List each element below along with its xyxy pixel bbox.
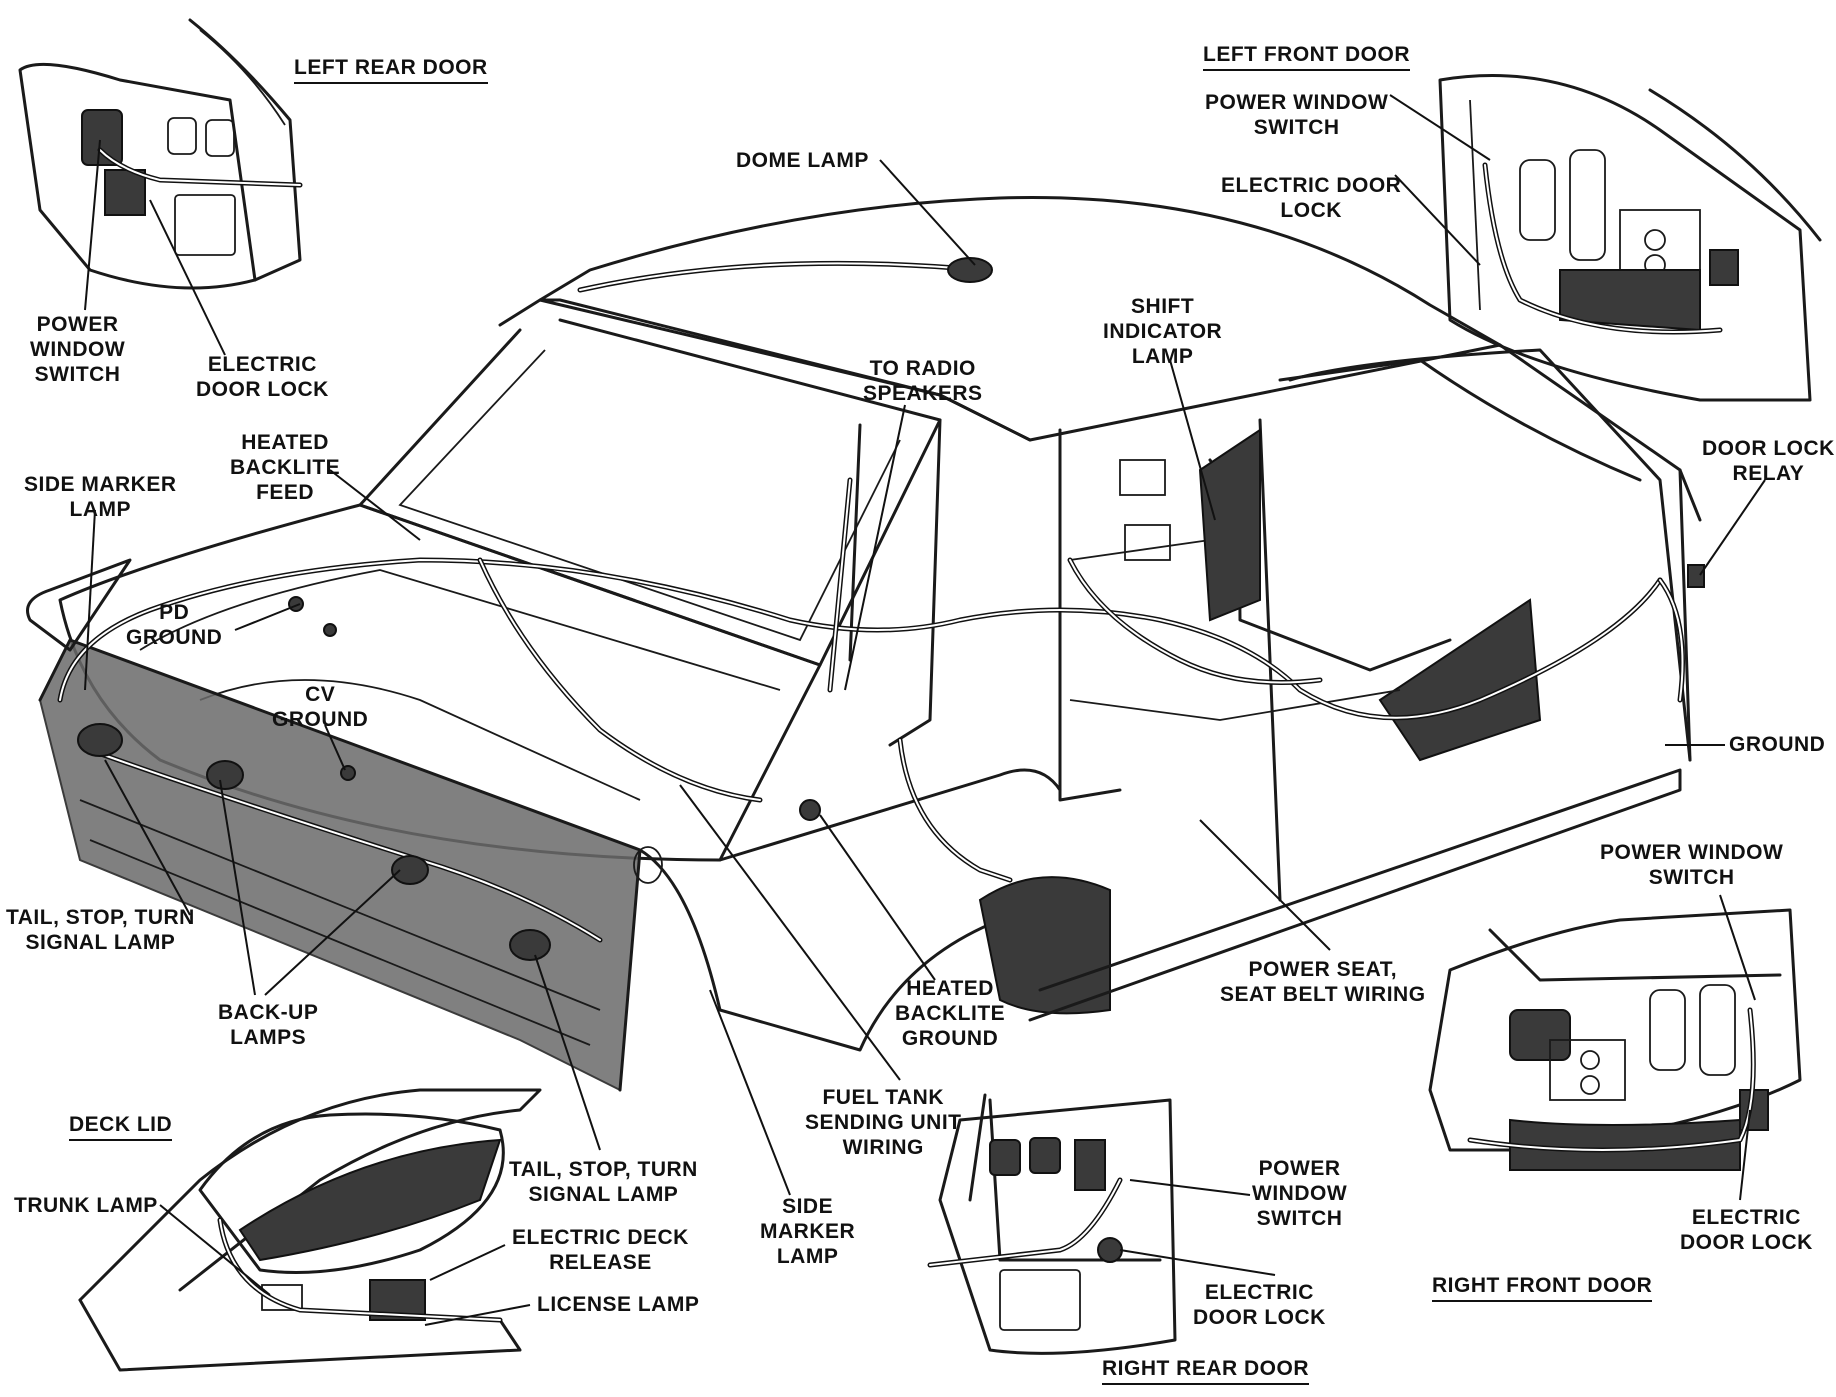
label-side-marker-lamp-left: SIDE MARKER LAMP xyxy=(24,473,177,521)
label-side-marker-lamp-right: SIDE MARKER LAMP xyxy=(760,1195,856,1268)
right-rear-door-inset xyxy=(927,1093,1177,1355)
label-trunk-lamp: TRUNK LAMP xyxy=(14,1194,158,1217)
label-heated-backlite-feed: HEATED BACKLITE FEED xyxy=(230,431,341,504)
label-lfd-electric-door-lock: ELECTRIC DOOR LOCK xyxy=(1221,174,1402,222)
heading-right-front-door: RIGHT FRONT DOOR xyxy=(1432,1273,1653,1302)
label-lrd-electric-door-lock: ELECTRIC DOOR LOCK xyxy=(196,353,329,401)
label-pd-ground: PD GROUND xyxy=(126,601,223,649)
heading-left-front-door: LEFT FRONT DOOR xyxy=(1203,42,1410,71)
label-back-up-lamps: BACK-UP LAMPS xyxy=(218,1001,319,1049)
label-rfd-electric-door-lock: ELECTRIC DOOR LOCK xyxy=(1680,1206,1813,1254)
label-heated-backlite-ground: HEATED BACKLITE GROUND xyxy=(895,977,1006,1050)
left-rear-door-inset xyxy=(18,18,303,290)
label-shift-indicator-lamp: SHIFT INDICATOR LAMP xyxy=(1103,295,1223,368)
leader-lines xyxy=(84,94,1766,1326)
label-ground: GROUND xyxy=(1729,733,1826,756)
heading-right-rear-door: RIGHT REAR DOOR xyxy=(1102,1356,1309,1385)
label-lfd-power-window-switch: POWER WINDOW SWITCH xyxy=(1205,91,1389,139)
label-cv-ground: CV GROUND xyxy=(272,683,369,731)
label-rrd-electric-door-lock: ELECTRIC DOOR LOCK xyxy=(1193,1281,1326,1329)
label-lrd-power-window-switch: POWER WINDOW SWITCH xyxy=(30,313,126,386)
label-dome-lamp: DOME LAMP xyxy=(736,149,869,172)
deck-lid-inset xyxy=(78,1088,542,1372)
label-power-seat-wiring: POWER SEAT, SEAT BELT WIRING xyxy=(1220,958,1426,1006)
car-body xyxy=(26,196,1702,1092)
heading-left-rear-door: LEFT REAR DOOR xyxy=(294,55,488,84)
label-rfd-power-window-switch: POWER WINDOW SWITCH xyxy=(1600,841,1784,889)
label-tail-stop-turn-left: TAIL, STOP, TURN SIGNAL LAMP xyxy=(6,906,195,954)
label-electric-deck-release: ELECTRIC DECK RELEASE xyxy=(512,1226,689,1274)
label-rrd-power-window-switch: POWER WINDOW SWITCH xyxy=(1252,1157,1348,1230)
label-tail-stop-turn-right: TAIL, STOP, TURN SIGNAL LAMP xyxy=(509,1158,698,1206)
right-front-door-inset xyxy=(1428,908,1802,1171)
heading-deck-lid: DECK LID xyxy=(69,1112,173,1141)
left-front-door-inset xyxy=(1438,74,1822,402)
label-to-radio-speakers: TO RADIO SPEAKERS xyxy=(863,357,983,405)
label-fuel-tank-wiring: FUEL TANK SENDING UNIT WIRING xyxy=(805,1086,962,1159)
label-door-lock-relay: DOOR LOCK RELAY xyxy=(1702,437,1835,485)
label-license-lamp: LICENSE LAMP xyxy=(537,1293,700,1316)
main-harness xyxy=(57,260,1685,943)
components xyxy=(77,257,1705,961)
